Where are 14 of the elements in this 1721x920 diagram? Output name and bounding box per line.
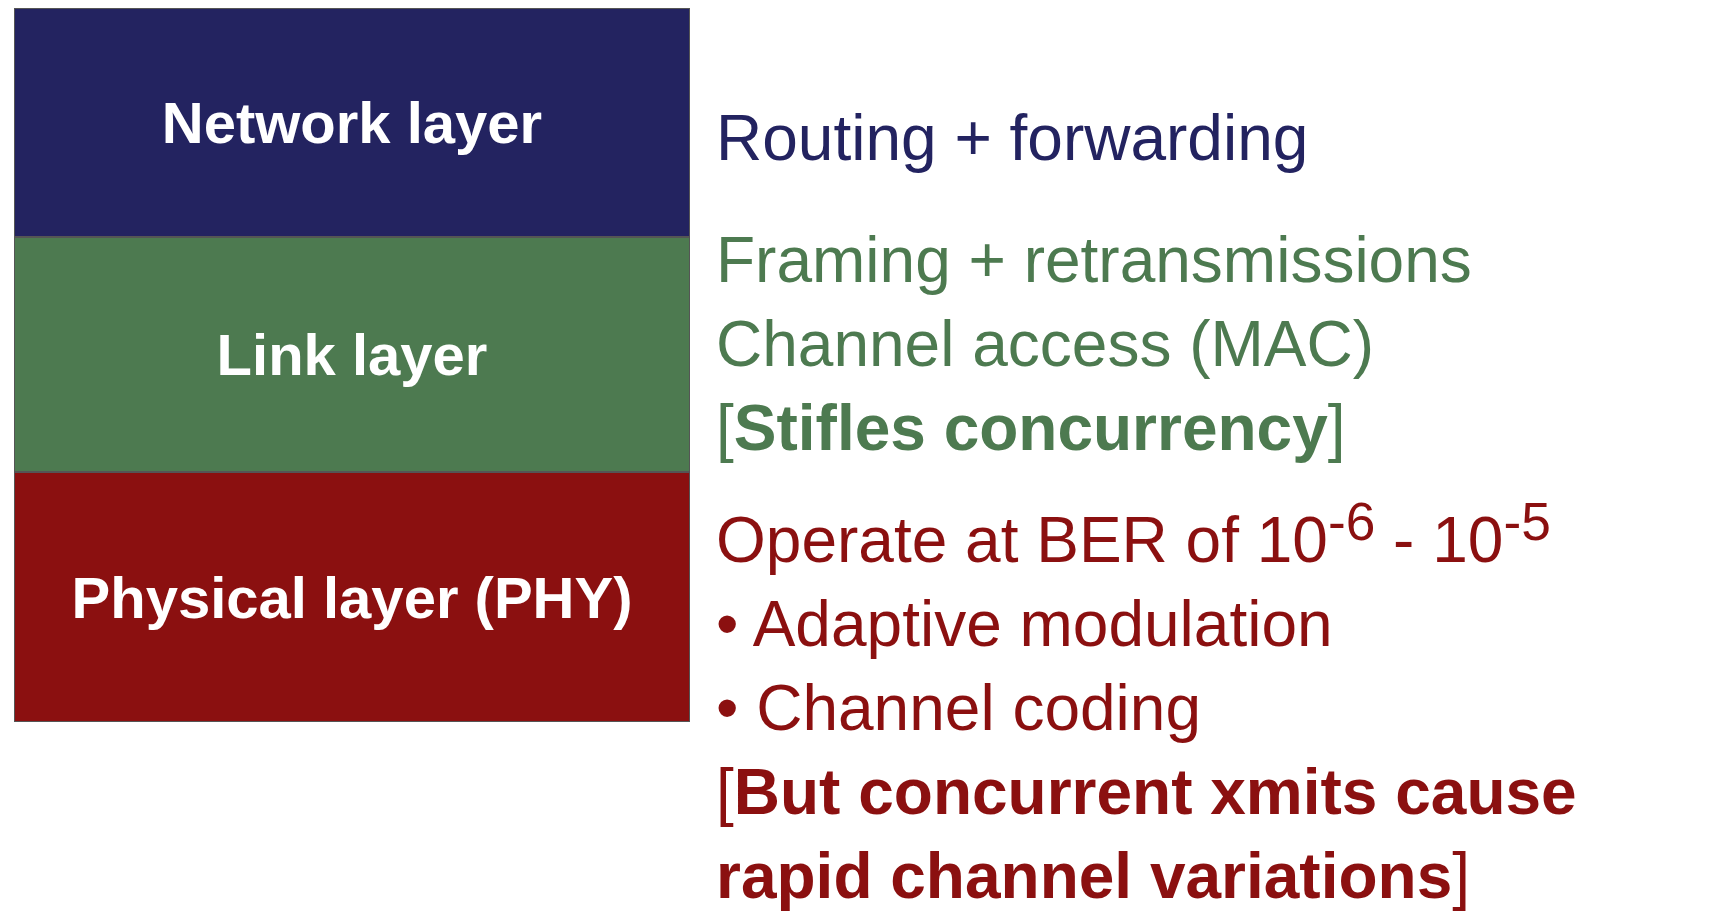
layer-box [14, 8, 690, 237]
layer-name: Link layer [216, 321, 488, 388]
layer-description: • Adaptive modulation [716, 587, 1333, 663]
layer-box [14, 472, 690, 722]
layer-description: • Channel coding [716, 671, 1201, 747]
layer-name: Physical layer (PHY) [71, 563, 633, 631]
layer-description: [Stifles concurrency] [716, 391, 1346, 466]
layer-description: Channel access (MAC) [716, 307, 1374, 382]
layer-description: [But concurrent xmits cause rapid channel variations] [716, 755, 1578, 915]
layer-box [14, 237, 690, 472]
layer-description: Framing + retransmissions [716, 223, 1472, 298]
layer-name: Network layer [161, 89, 543, 156]
layer-description: Operate at BER of 10$^{-6}$ - 10$^{-5}$ [716, 491, 1551, 579]
layer-description: Routing + forwarding [716, 101, 1309, 176]
